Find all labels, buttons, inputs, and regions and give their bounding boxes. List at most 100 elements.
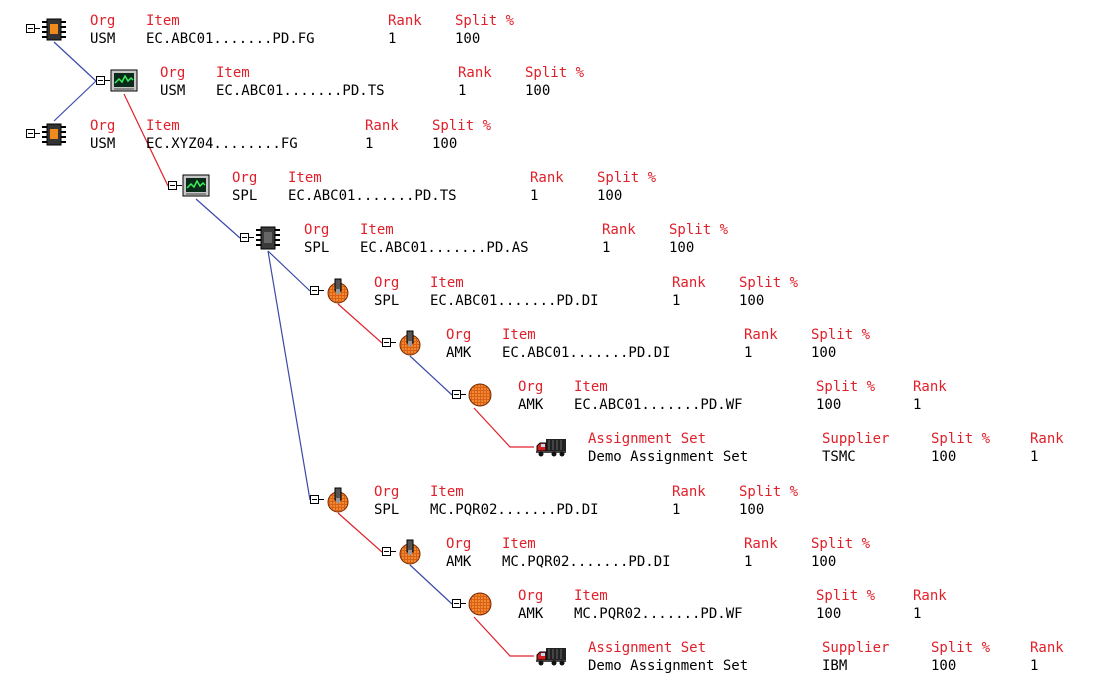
column-header: Item bbox=[502, 536, 536, 552]
column-header: Item bbox=[430, 275, 464, 291]
collapse-toggle[interactable] bbox=[26, 129, 35, 138]
column-value: 100 bbox=[739, 293, 765, 309]
link-n2-n4 bbox=[123, 93, 169, 187]
collapse-toggle[interactable] bbox=[310, 495, 319, 504]
toggle-stub bbox=[461, 603, 466, 604]
column-value: 1 bbox=[1030, 449, 1039, 465]
column-value: 1 bbox=[602, 240, 611, 256]
toggle-stub bbox=[35, 133, 40, 134]
column-header: Org bbox=[518, 379, 544, 395]
link-n12-n13 bbox=[473, 616, 534, 657]
column-value: 1 bbox=[672, 502, 681, 518]
assembly-chip-icon bbox=[254, 225, 282, 251]
column-value: 1 bbox=[365, 136, 374, 152]
column-value: 1 bbox=[458, 83, 467, 99]
test-monitor-icon bbox=[110, 68, 138, 94]
column-value: 1 bbox=[913, 397, 922, 413]
toggle-stub bbox=[177, 185, 182, 186]
column-value: MC.PQR02.......PD.DI bbox=[502, 554, 671, 570]
collapse-toggle[interactable] bbox=[452, 599, 461, 608]
link-n5-n10 bbox=[267, 250, 311, 501]
column-value: AMK bbox=[518, 606, 544, 622]
collapse-toggle[interactable] bbox=[168, 181, 177, 190]
collapse-toggle[interactable] bbox=[382, 547, 391, 556]
column-header: Rank bbox=[1030, 431, 1064, 447]
column-header: Rank bbox=[458, 65, 492, 81]
column-header: Rank bbox=[365, 118, 399, 134]
toggle-stub bbox=[249, 237, 254, 238]
column-header: Split % bbox=[597, 170, 657, 186]
column-value: 100 bbox=[525, 83, 551, 99]
column-header: Split % bbox=[669, 222, 729, 238]
chip-component-icon bbox=[40, 121, 68, 147]
column-value: 100 bbox=[931, 658, 957, 674]
column-header: Rank bbox=[1030, 640, 1064, 656]
column-header: Assignment Set bbox=[588, 431, 707, 447]
column-value: 100 bbox=[432, 136, 458, 152]
column-value: SPL bbox=[304, 240, 330, 256]
chip-component-icon bbox=[40, 16, 68, 42]
column-value: 100 bbox=[811, 345, 837, 361]
column-header: Split % bbox=[455, 13, 515, 29]
link-n11-n12 bbox=[409, 564, 453, 605]
collapse-toggle[interactable] bbox=[26, 24, 35, 33]
column-header: Split % bbox=[816, 379, 876, 395]
column-header: Org bbox=[304, 222, 330, 238]
column-value: 100 bbox=[455, 31, 481, 47]
column-value: 100 bbox=[816, 397, 842, 413]
supplier-truck-icon bbox=[534, 643, 568, 669]
link-n8-n9 bbox=[473, 407, 534, 448]
column-header: Rank bbox=[672, 484, 706, 500]
wafer-icon bbox=[466, 382, 494, 408]
link-n1-n2 bbox=[53, 41, 97, 82]
column-value: MC.PQR02.......PD.WF bbox=[574, 606, 743, 622]
column-value: 100 bbox=[739, 502, 765, 518]
column-header: Rank bbox=[530, 170, 564, 186]
column-value: 100 bbox=[931, 449, 957, 465]
collapse-toggle[interactable] bbox=[452, 390, 461, 399]
collapse-toggle[interactable] bbox=[96, 76, 105, 85]
column-value: 100 bbox=[597, 188, 623, 204]
column-header: Rank bbox=[913, 588, 947, 604]
column-header: Org bbox=[90, 13, 116, 29]
column-header: Org bbox=[446, 327, 472, 343]
column-value: MC.PQR02.......PD.DI bbox=[430, 502, 599, 518]
column-header: Rank bbox=[388, 13, 422, 29]
column-header: Supplier bbox=[822, 640, 890, 656]
column-value: AMK bbox=[446, 345, 472, 361]
toggle-stub bbox=[105, 80, 110, 81]
column-header: Item bbox=[146, 118, 180, 134]
collapse-toggle[interactable] bbox=[310, 286, 319, 295]
column-header: Item bbox=[360, 222, 394, 238]
column-value: USM bbox=[90, 31, 116, 47]
column-value: 1 bbox=[744, 554, 753, 570]
column-header: Item bbox=[574, 588, 608, 604]
column-header: Org bbox=[374, 275, 400, 291]
column-value: AMK bbox=[518, 397, 544, 413]
column-value: 1 bbox=[388, 31, 397, 47]
column-value: EC.ABC01.......PD.FG bbox=[146, 31, 315, 47]
collapse-toggle[interactable] bbox=[240, 233, 249, 242]
column-header: Split % bbox=[816, 588, 876, 604]
link-n10-n11 bbox=[337, 512, 383, 553]
link-n5-n6 bbox=[267, 250, 311, 292]
column-value: EC.XYZ04........FG bbox=[146, 136, 298, 152]
column-header: Item bbox=[216, 65, 250, 81]
collapse-toggle[interactable] bbox=[382, 338, 391, 347]
die-pick-icon bbox=[396, 539, 424, 565]
column-value: TSMC bbox=[822, 449, 856, 465]
